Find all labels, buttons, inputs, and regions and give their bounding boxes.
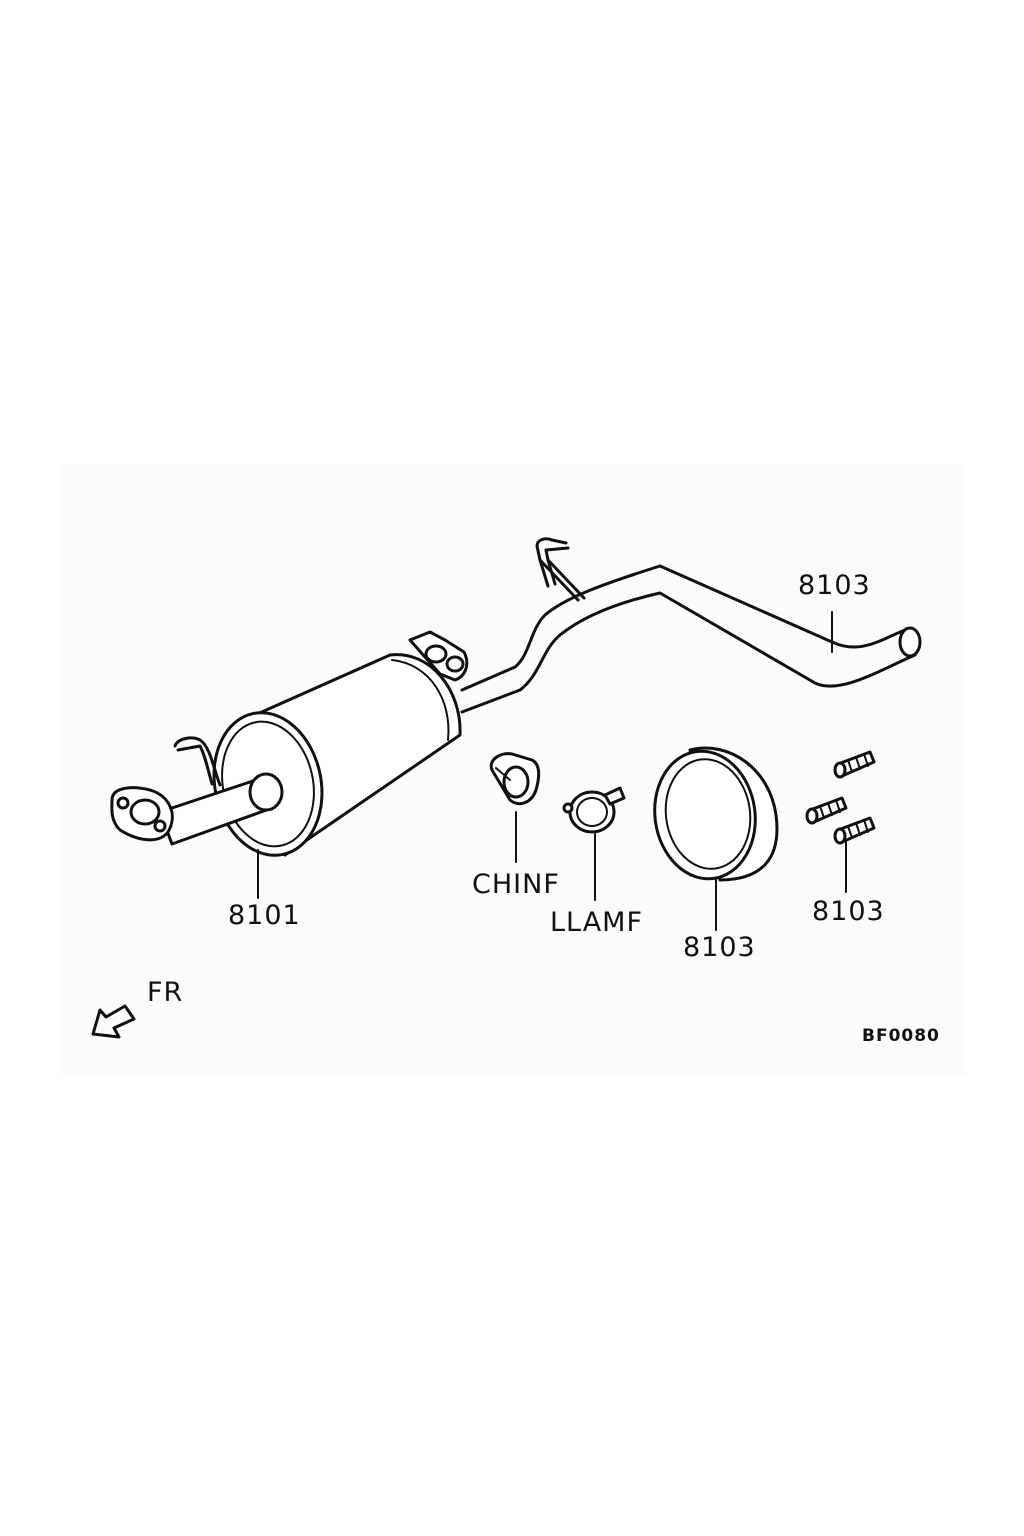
bolt-top bbox=[833, 750, 876, 779]
callout-clamp-a: CHINF bbox=[472, 869, 560, 900]
callout-muffler: 8101 bbox=[228, 900, 301, 931]
callout-clamp-b: LLAMF bbox=[550, 907, 643, 938]
leader-lines bbox=[257, 611, 847, 931]
muffler bbox=[110, 630, 469, 857]
clamp-a bbox=[489, 752, 541, 806]
figure-code: BF0080 bbox=[862, 1026, 940, 1046]
front-direction-arrow-icon bbox=[91, 1004, 136, 1039]
callout-bolts: 8103 bbox=[812, 896, 885, 927]
direction-label: FR bbox=[147, 977, 183, 1008]
callout-tail-pipe: 8103 bbox=[798, 570, 871, 601]
callout-gasket-ring: 8103 bbox=[683, 932, 756, 963]
tail-pipe bbox=[460, 537, 922, 714]
clamp-b bbox=[562, 786, 626, 834]
bolt-bottom bbox=[833, 816, 876, 845]
bolts bbox=[805, 750, 876, 845]
gasket-ring bbox=[653, 746, 779, 882]
bolt-middle bbox=[805, 796, 848, 825]
